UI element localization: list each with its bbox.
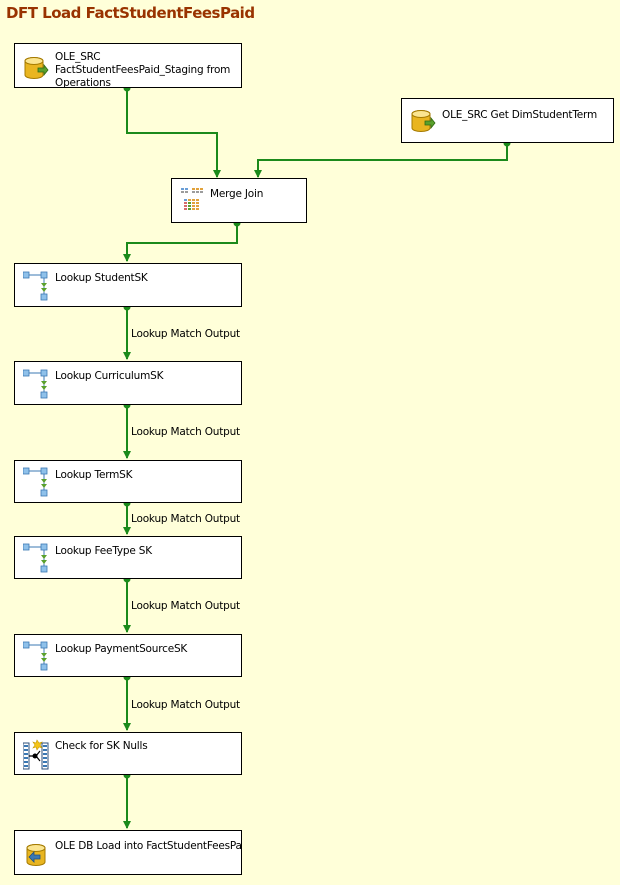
ole-src-staging-component[interactable]: OLE_SRC FactStudentFeesPaid_Staging from… — [14, 43, 242, 88]
conditional-split-icon — [23, 739, 49, 770]
path-label[interactable]: Lookup Match Output — [131, 699, 240, 711]
path-staging-to-merge[interactable] — [126, 88, 221, 178]
path-label[interactable]: Lookup Match Output — [131, 426, 240, 438]
component-label: Lookup PaymentSourceSK — [55, 643, 188, 655]
component-label: Check for SK Nulls — [55, 740, 148, 752]
path-merge-to-lookup-student[interactable] — [123, 223, 238, 262]
component-label: Lookup StudentSK — [55, 272, 148, 284]
component-label: Lookup TermSK — [55, 469, 133, 481]
component-label: Lookup FeeType SK — [55, 545, 152, 557]
path-label[interactable]: Lookup Match Output — [131, 513, 240, 525]
merge-join-component[interactable]: Merge Join — [171, 178, 307, 223]
database-source-icon — [411, 110, 436, 132]
check-for-sk-nulls-component[interactable]: Check for SK Nulls — [14, 732, 242, 775]
component-label: OLE_SRC FactStudentFeesPaid_Staging from… — [55, 51, 231, 88]
lookup-icon — [23, 369, 48, 399]
lookup-icon — [23, 271, 48, 301]
component-label: OLE_SRC Get DimStudentTerm — [442, 109, 597, 121]
database-source-icon — [24, 57, 49, 79]
component-label: OLE DB Load into FactStudentFeesPaid — [55, 840, 242, 852]
ole-src-dimstudentterm-component[interactable]: OLE_SRC Get DimStudentTerm — [401, 98, 614, 143]
page-title: DFT Load FactStudentFeesPaid — [6, 4, 255, 22]
lookup-icon — [23, 467, 48, 497]
path-dimstudentterm-to-merge[interactable] — [254, 143, 508, 178]
lookup-studentsk-component[interactable]: Lookup StudentSK — [14, 263, 242, 307]
database-destination-icon — [26, 844, 46, 866]
merge-join-icon — [181, 188, 203, 210]
lookup-paymentsourcesk-component[interactable]: Lookup PaymentSourceSK — [14, 634, 242, 677]
component-label: Merge Join — [210, 188, 264, 200]
path-label[interactable]: Lookup Match Output — [131, 600, 240, 612]
path-label[interactable]: Lookup Match Output — [131, 328, 240, 340]
ole-db-destination-component[interactable]: OLE DB Load into FactStudentFeesPaid — [14, 830, 242, 875]
lookup-curriculumsk-component[interactable]: Lookup CurriculumSK — [14, 361, 242, 405]
lookup-termsk-component[interactable]: Lookup TermSK — [14, 460, 242, 503]
lookup-icon — [23, 641, 48, 671]
component-label: Lookup CurriculumSK — [55, 370, 164, 382]
lookup-feetypesk-component[interactable]: Lookup FeeType SK — [14, 536, 242, 579]
lookup-icon — [23, 543, 48, 573]
